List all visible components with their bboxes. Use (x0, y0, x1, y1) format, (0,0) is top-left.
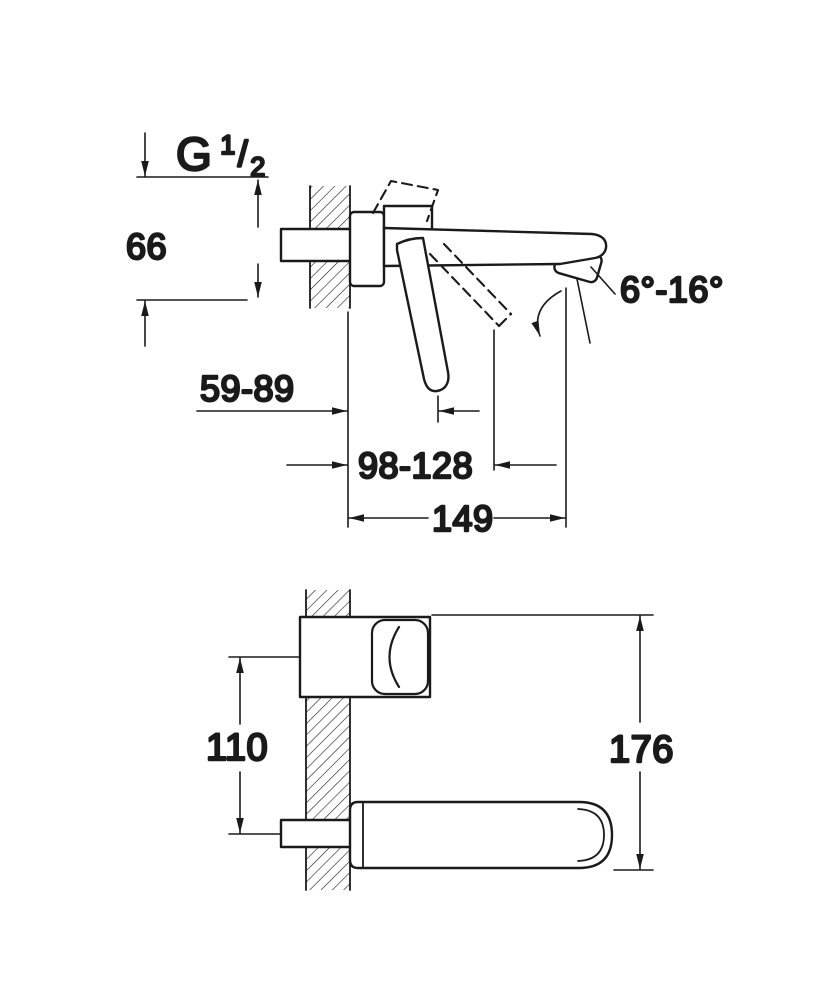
handle-lever-curve (388, 625, 401, 689)
thread-prefix: G (176, 128, 212, 180)
spout-front (348, 800, 614, 870)
spout-end-contour (577, 808, 605, 862)
handle-front (370, 618, 430, 696)
cartridge-housing (382, 204, 434, 233)
dim-59-89-label: 59-89 (200, 368, 295, 409)
spray-direction-line (576, 278, 591, 344)
escutcheon-side (348, 210, 386, 288)
dim-176-label: 176 (609, 729, 674, 771)
thread-denominator: 2 (250, 152, 265, 182)
spout-side (382, 226, 608, 268)
dim-66-label: 66 (126, 226, 167, 267)
lever-closed (395, 236, 450, 393)
front-view: 110 176 (205, 589, 675, 891)
inlet-pipe (279, 227, 355, 263)
thread-slash: / (238, 133, 248, 174)
side-view: G 1 / 2 66 6°-16° 59-89 98-128 149 (125, 127, 725, 540)
angle-arc-arrow (531, 290, 562, 337)
lever-up-dashed (371, 179, 440, 223)
dim-149-label: 149 (432, 498, 494, 539)
thread-size-label: G 1 / 2 (176, 128, 265, 182)
dim-angle-label: 6°-16° (620, 269, 724, 310)
inlet-pipe-front (279, 818, 354, 849)
front-view-dimensions (228, 614, 654, 871)
dim-110-label: 110 (206, 727, 268, 769)
dim-98-128-label: 98-128 (358, 445, 473, 486)
side-view-dimensions (136, 132, 616, 528)
lever-open-dashed (428, 242, 513, 328)
angle-leader-line (590, 266, 616, 295)
thread-numerator: 1 (220, 130, 235, 160)
